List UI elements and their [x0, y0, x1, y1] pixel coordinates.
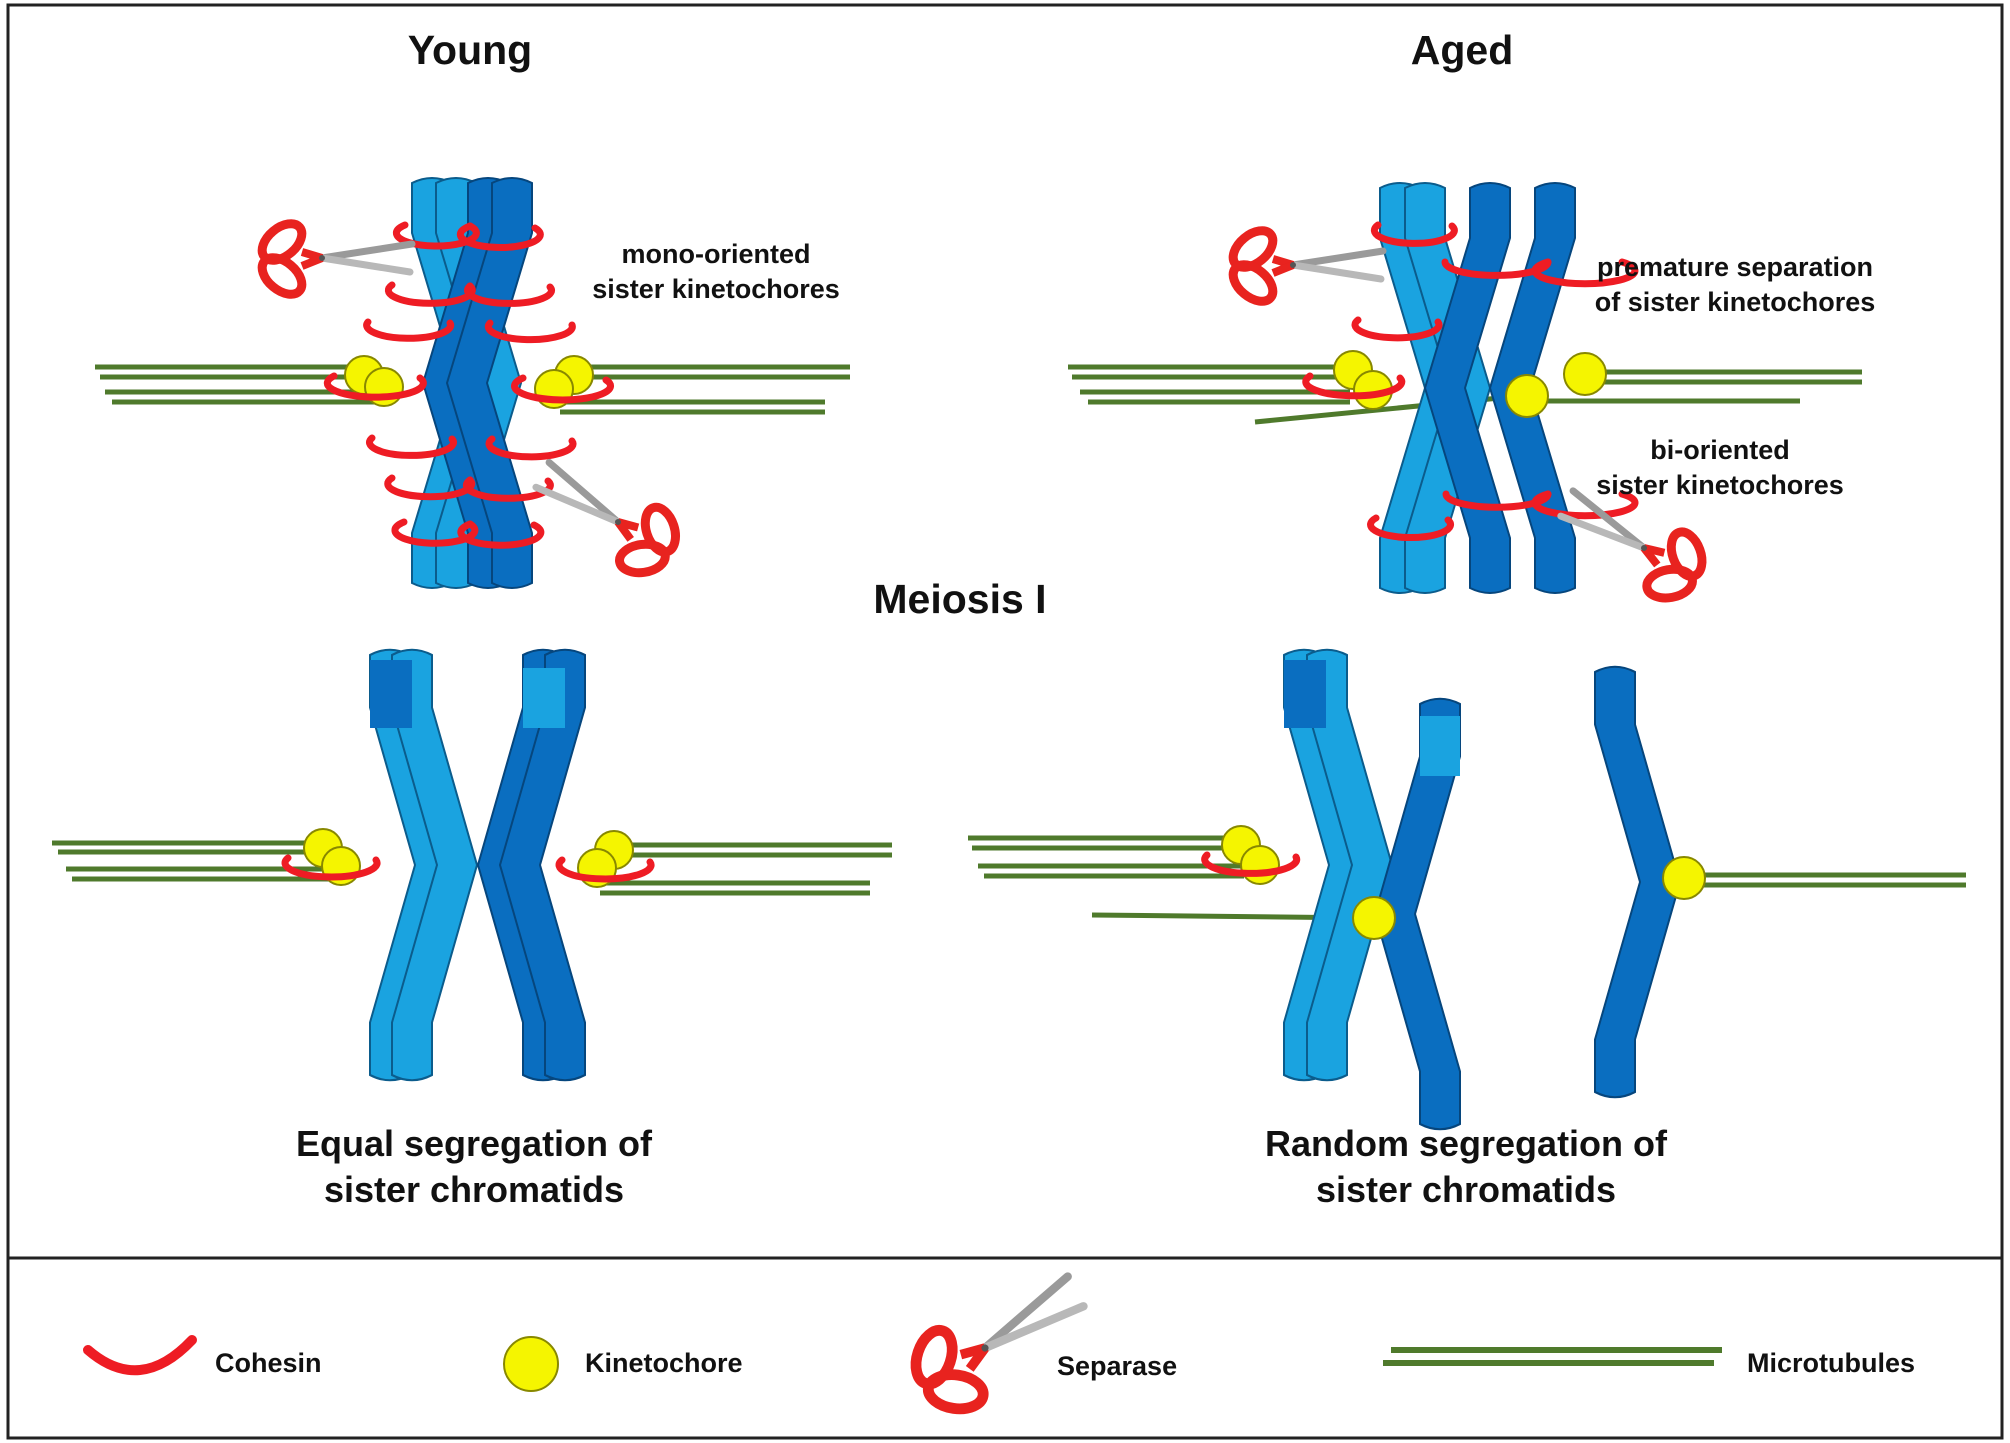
young-top-cohesin — [323, 221, 614, 549]
aged-bottom-microtubules-right — [1684, 872, 1966, 888]
caption-young-1: Equal segregation of — [296, 1123, 653, 1164]
legend: Cohesin Kinetochore Separase Microtubule… — [83, 1249, 1915, 1435]
chromatid-band — [523, 668, 565, 728]
aged-bivalent — [1068, 182, 1862, 619]
separase-legend-icon — [891, 1249, 1104, 1435]
chromatid-band — [1284, 660, 1326, 728]
caption-aged-1: Random segregation of — [1265, 1123, 1668, 1164]
note-mono-oriented-1: mono-oriented — [622, 239, 811, 269]
kinetochore — [1563, 352, 1607, 396]
aged-top-microtubules-left — [1068, 364, 1350, 405]
aged-bottom-microtubules-left — [968, 835, 1244, 879]
kinetochore-legend-icon — [503, 1336, 559, 1392]
caption-aged-2: sister chromatids — [1316, 1169, 1616, 1210]
note-premature-2: of sister kinetochores — [1595, 287, 1876, 317]
chromatid-band — [1420, 716, 1460, 776]
kinetochore — [1662, 856, 1706, 900]
aged-top-cohesin — [1302, 221, 1639, 542]
kinetochore — [1352, 896, 1396, 940]
young-top-microtubules-left — [95, 364, 380, 405]
note-mono-oriented-2: sister kinetochores — [592, 274, 840, 304]
header-meiosis: Meiosis I — [873, 576, 1046, 622]
legend-cohesin-label: Cohesin — [215, 1348, 322, 1378]
microtubules-legend-icon — [1383, 1347, 1722, 1366]
young-bottom-cohesin — [281, 854, 655, 883]
header-young: Young — [408, 27, 532, 73]
young-segregation — [52, 648, 892, 1082]
chromatid-band — [370, 660, 412, 728]
separase-scissors-icon — [519, 439, 697, 594]
kinetochore — [1505, 374, 1549, 418]
separase-scissors-icon — [1226, 223, 1383, 308]
note-bi-oriented-2: sister kinetochores — [1596, 470, 1844, 500]
aged-top-microtubules-right — [1545, 369, 1862, 404]
young-bottom-microtubules-right — [600, 842, 892, 896]
figure-border — [6, 3, 2004, 1440]
aged-segregation — [968, 648, 1966, 1131]
legend-separase-label: Separase — [1057, 1351, 1177, 1381]
young-bivalent — [95, 177, 850, 594]
caption-young-2: sister chromatids — [324, 1169, 624, 1210]
cohesin-legend-icon — [83, 1335, 197, 1376]
note-premature-1: premature separation — [1597, 252, 1873, 282]
header-aged: Aged — [1411, 27, 1514, 73]
legend-microtubules-label: Microtubules — [1747, 1348, 1915, 1378]
note-bi-oriented-1: bi-oriented — [1650, 435, 1790, 465]
legend-kinetochore-label: Kinetochore — [585, 1348, 743, 1378]
kinetochore — [1240, 845, 1280, 885]
young-top-microtubules-right — [560, 364, 850, 415]
aged-bottom-cohesin — [1201, 851, 1301, 877]
